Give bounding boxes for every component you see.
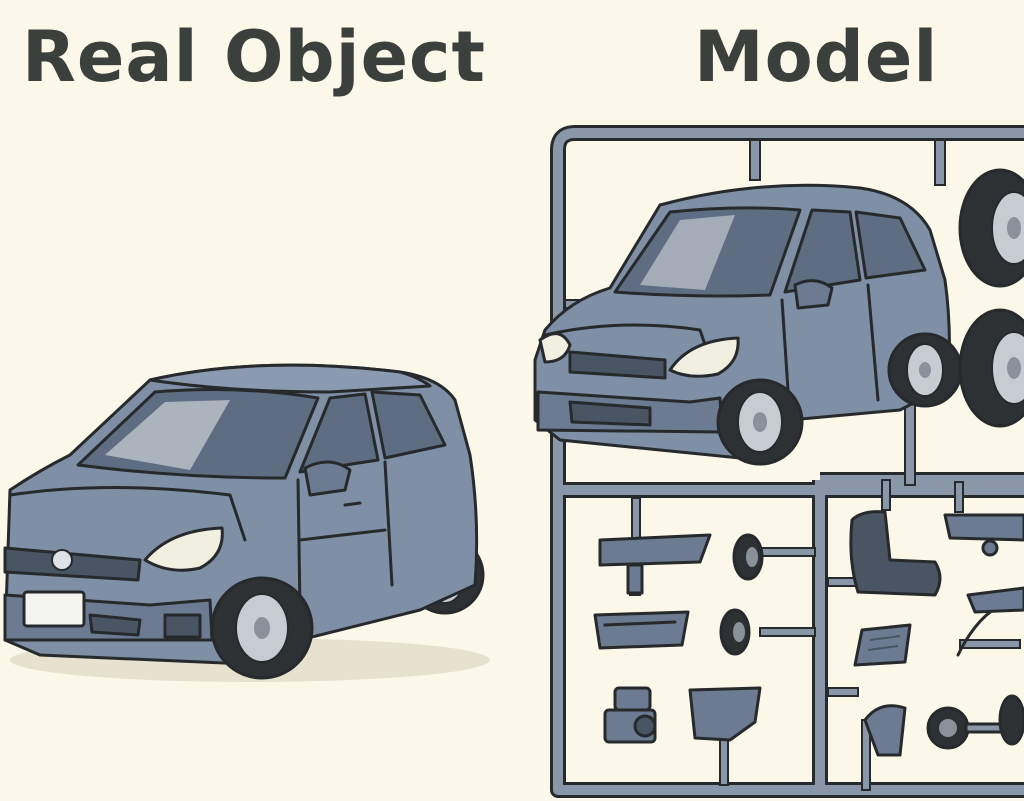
model-part-seat	[849, 510, 942, 597]
real-car-grille	[3, 546, 142, 582]
real-car-rear-side-window	[370, 390, 447, 460]
model-part-wheel-2	[719, 608, 751, 656]
real-car-front-side-window	[298, 392, 380, 474]
model-car-rear-wheel	[887, 332, 963, 408]
real-object-title: Real Object	[22, 16, 487, 98]
model-part-wheel-1	[732, 533, 764, 581]
model-part-steering	[956, 586, 1024, 657]
model-part-panel	[688, 686, 762, 742]
real-car-mirror	[303, 460, 352, 497]
model-part-axle-wheels	[926, 694, 1024, 750]
real-car-badge	[51, 549, 73, 571]
model-car	[533, 183, 963, 466]
model-part-bumper	[593, 610, 690, 650]
real-car-front-wheel	[210, 576, 314, 680]
model-car-front-wheel	[716, 378, 804, 466]
real-car	[3, 363, 490, 682]
model-part-engine	[603, 686, 657, 744]
real-car-headlight	[143, 526, 224, 572]
model-part-axle-plate	[598, 533, 712, 595]
model-part-grille	[853, 623, 912, 667]
model-spare-tire-2	[958, 308, 1024, 428]
model-kit	[533, 125, 1024, 798]
real-car-license-plate	[22, 590, 86, 628]
model-title: Model	[694, 16, 939, 98]
model-part-dashboard	[943, 513, 1024, 557]
model-spare-tire-1	[958, 168, 1024, 288]
model-part-fender	[863, 704, 907, 757]
